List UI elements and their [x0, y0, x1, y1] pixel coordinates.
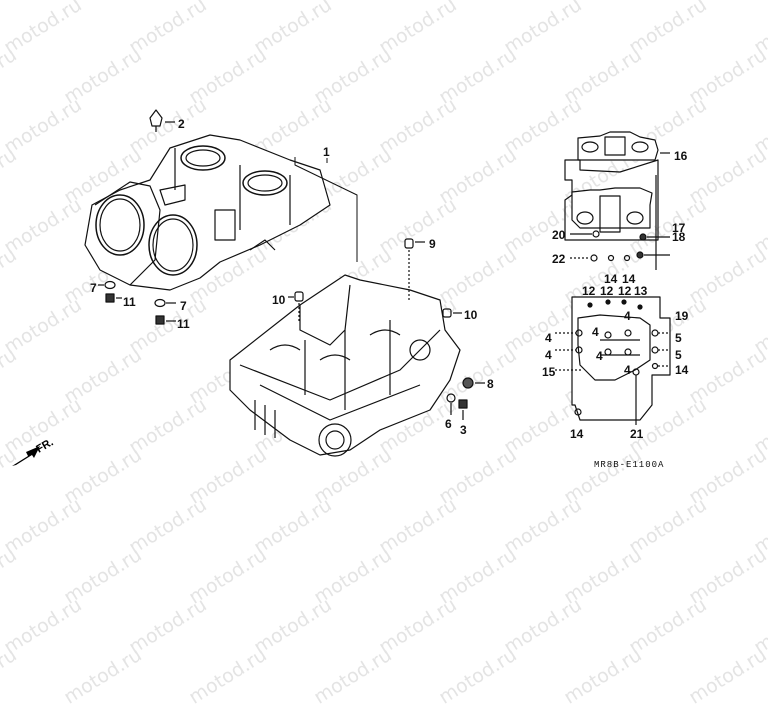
part-callout-3: 3: [460, 423, 467, 437]
part-callout-13: 13: [634, 284, 648, 298]
watermark-text: motod.ru: [185, 643, 271, 709]
part-callout-12: 12: [582, 284, 596, 298]
part-callout-4: 4: [596, 349, 603, 363]
part-callout-5: 5: [675, 331, 682, 345]
part-callout-2: 2: [178, 117, 185, 131]
crankcase: [229, 274, 461, 457]
part-callout-14: 14: [604, 272, 618, 286]
part-callout-14: 14: [622, 272, 636, 286]
watermark-text: motod.ru: [0, 593, 86, 659]
part-callout-4: 4: [624, 363, 631, 377]
watermark-text: motod.ru: [125, 593, 211, 659]
watermark-text: motod.ru: [625, 593, 711, 659]
part-callout-9: 9: [429, 237, 436, 251]
part-callout-21: 21: [630, 427, 644, 441]
part-callout-4: 4: [592, 325, 599, 339]
part-callout-1: 1: [323, 145, 330, 159]
part-callout-14: 14: [675, 363, 689, 377]
part-callout-8: 8: [487, 377, 494, 391]
part-callout-7: 7: [90, 281, 97, 295]
part-callout-6: 6: [445, 417, 452, 431]
part-callout-4: 4: [545, 348, 552, 362]
watermark-text: motod.ru: [500, 593, 586, 659]
watermark-text: motod.ru: [375, 593, 461, 659]
diagram-drawing: [12, 109, 671, 466]
part-callout-10: 10: [464, 308, 478, 322]
diagram-code: MR8B-E1100A: [594, 460, 665, 470]
part-callout-11: 11: [123, 295, 136, 309]
part-callout-16: 16: [674, 149, 688, 163]
watermark-text: motod.ru: [310, 643, 396, 709]
watermark-text: motod.ru: [750, 593, 768, 659]
part-callout-15: 15: [542, 365, 556, 379]
gasket-lower: [555, 296, 671, 425]
small-parts: [98, 109, 485, 420]
part-callout-5: 5: [675, 348, 682, 362]
part-callout-4: 4: [545, 331, 552, 345]
watermark-text: motod.ru: [685, 643, 768, 709]
part-callout-17: 17: [672, 221, 686, 235]
part-callout-4: 4: [624, 309, 631, 323]
part-callout-12: 12: [618, 284, 632, 298]
watermark-text: motod.ru: [0, 643, 21, 709]
part-callout-14: 14: [570, 427, 584, 441]
part-callout-19: 19: [675, 309, 689, 323]
gasket-upper: [564, 131, 670, 270]
part-callout-22: 22: [552, 252, 566, 266]
part-callout-20: 20: [552, 228, 566, 242]
part-callout-11: 11: [177, 317, 190, 331]
watermark-text: motod.ru: [435, 643, 521, 709]
front-direction-arrow-icon: [12, 446, 40, 466]
part-callout-10: 10: [272, 293, 286, 307]
watermark-text: motod.ru: [560, 643, 646, 709]
cylinder-block: [84, 134, 331, 291]
watermark-text: motod.ru: [250, 593, 336, 659]
part-callout-12: 12: [600, 284, 614, 298]
part-callout-7: 7: [180, 299, 187, 313]
part-callout-18: 18: [672, 230, 686, 244]
watermark-text: motod.ru: [60, 643, 146, 709]
